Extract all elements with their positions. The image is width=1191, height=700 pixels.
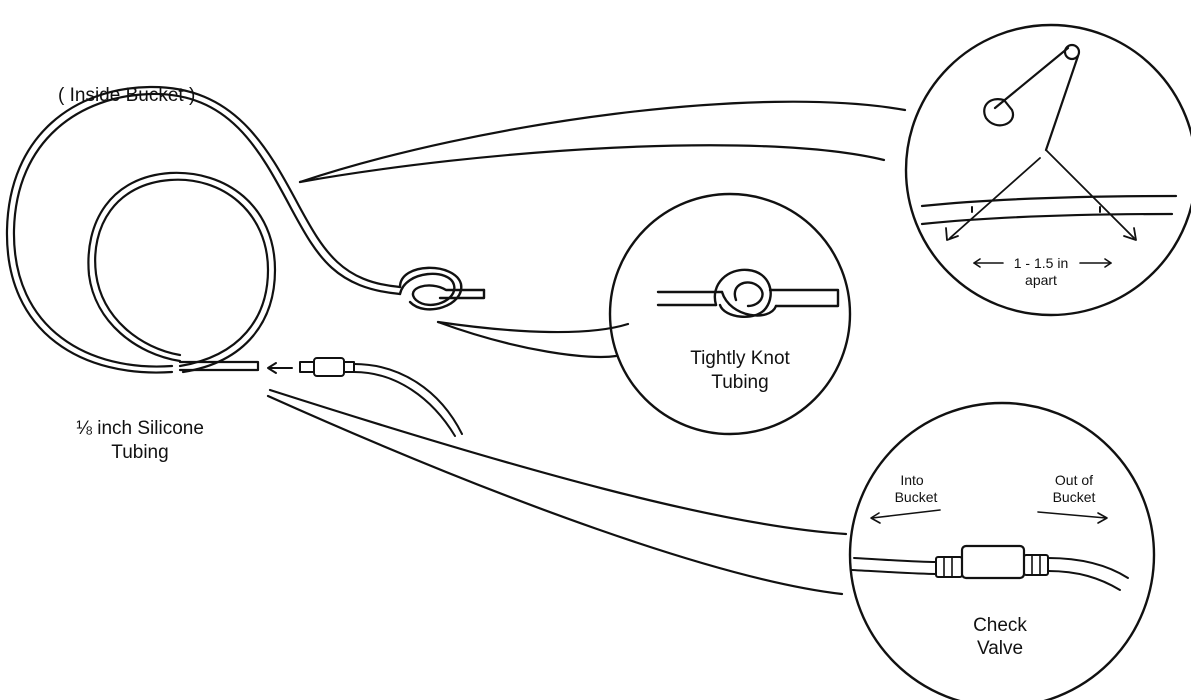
into-bucket-label: Into: [900, 472, 924, 488]
callout-knot: Tightly Knot Tubing: [436, 192, 852, 436]
direction-arrows: [870, 509, 1108, 524]
out-of-bucket-label: Out of: [1055, 472, 1093, 488]
check-valve-small: [267, 357, 463, 437]
pierced-tubing: [920, 149, 1178, 241]
knot-detail-icon: [656, 268, 840, 318]
callout-safety-pin: 1 - 1.5 in apart: [298, 23, 1191, 317]
knot-label-2: Tubing: [711, 372, 768, 393]
tubing-label-2: Tubing: [111, 442, 168, 463]
safety-pin-icon: [983, 43, 1081, 152]
coiled-tubing: [5, 85, 402, 374]
inside-bucket-label: ( Inside Bucket ): [58, 85, 195, 106]
check-valve-detail-icon: [851, 544, 1129, 591]
out-of-bucket-label-2: Bucket: [1053, 489, 1096, 505]
tubing-label: ⅛ inch Silicone: [76, 418, 204, 439]
check-valve-label: Check: [973, 615, 1027, 636]
into-bucket-label-2: Bucket: [895, 489, 938, 505]
knot-label: Tightly Knot: [690, 348, 790, 369]
check-valve-label-2: Valve: [977, 638, 1023, 659]
spacing-arrows: [973, 258, 1112, 268]
knot-on-tubing: [398, 266, 486, 311]
callout-check-valve: Into Bucket Out of Bucket Check Valve: [266, 388, 1156, 700]
spacing-label-2: apart: [1025, 272, 1057, 288]
spacing-label: 1 - 1.5 in: [1014, 255, 1068, 271]
